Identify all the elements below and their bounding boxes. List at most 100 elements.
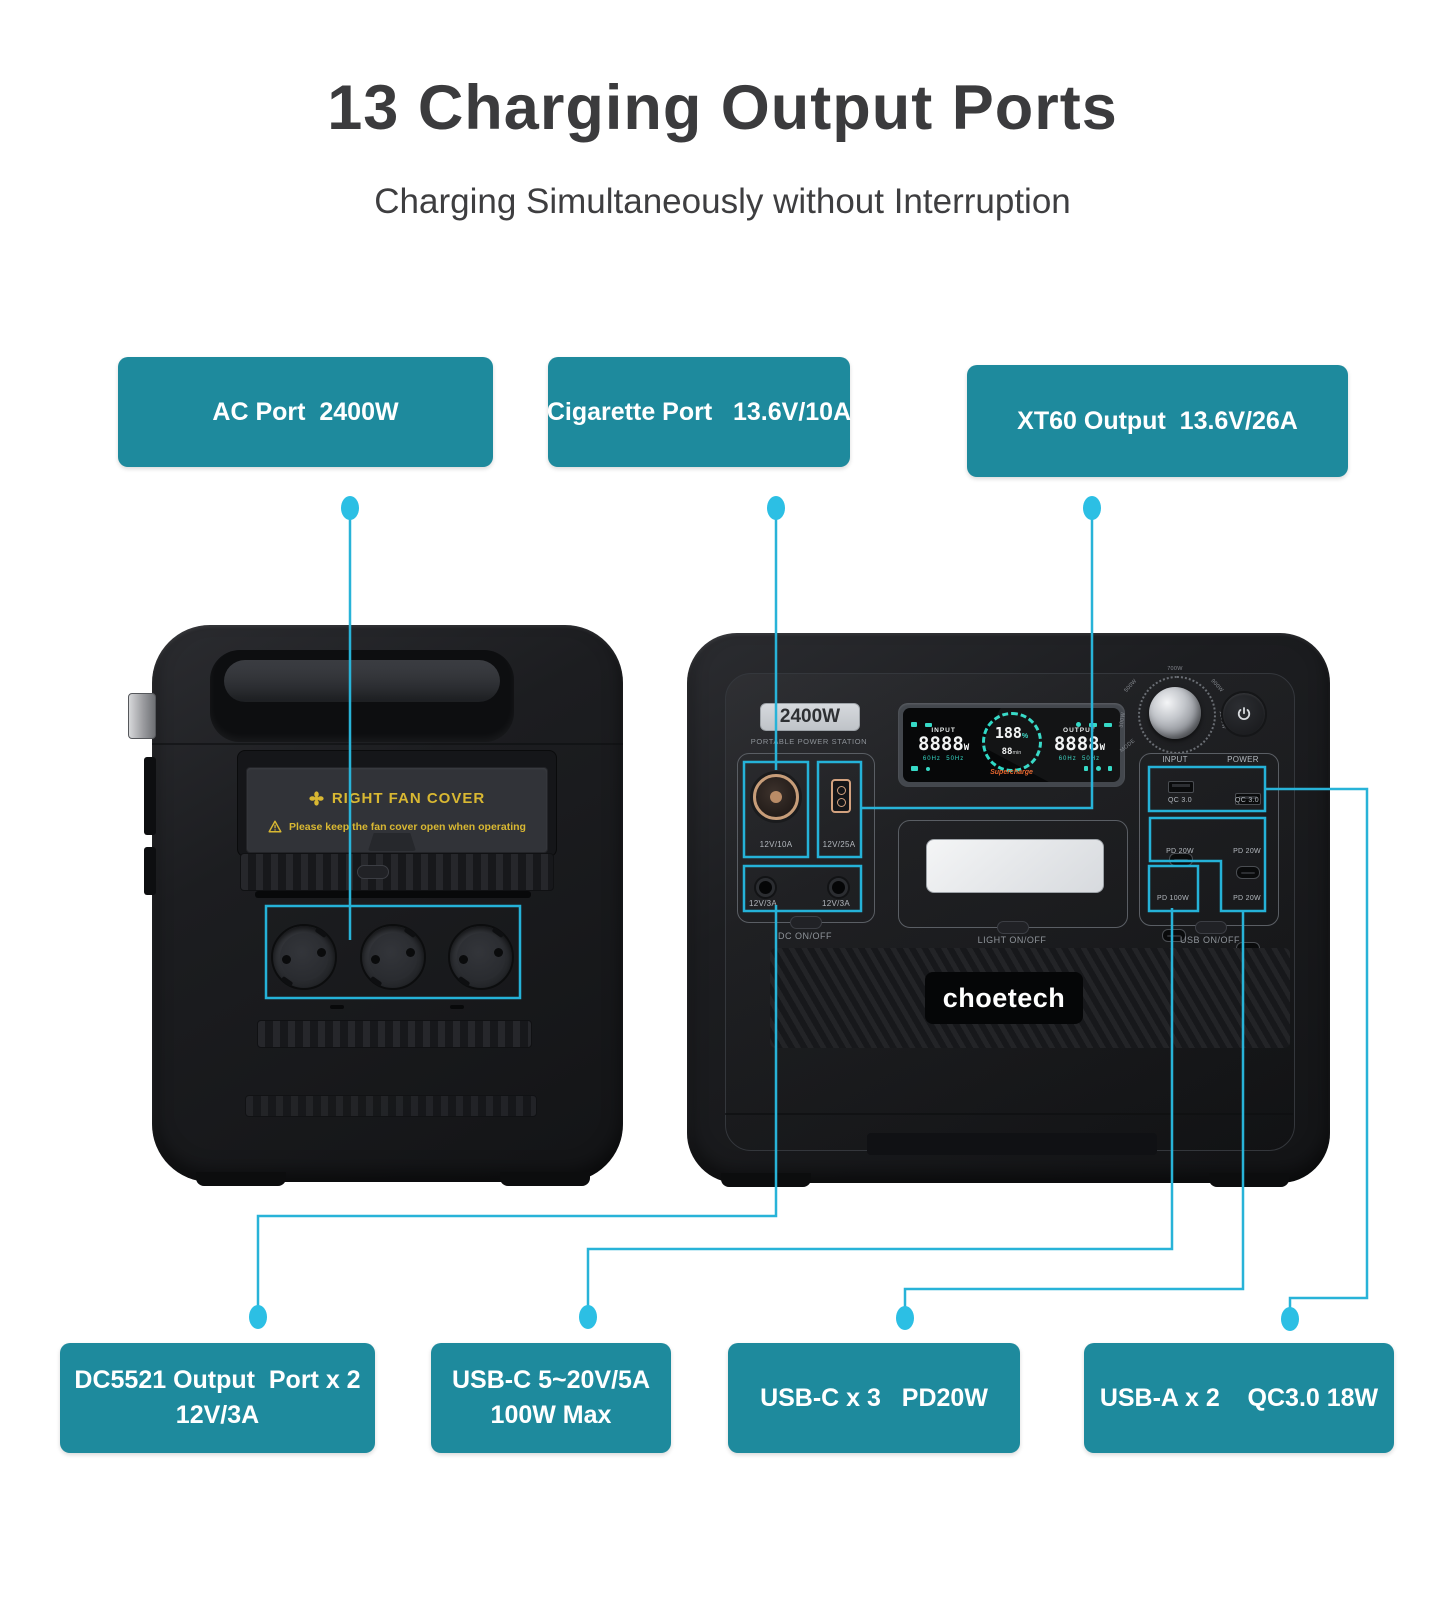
usb-c-port-2-label: PD 20W bbox=[1233, 848, 1261, 855]
outlet-hole bbox=[371, 955, 380, 964]
wattage-badge: 2400W bbox=[760, 703, 860, 731]
callout-dc5521-line2: 12V/3A bbox=[175, 1401, 260, 1429]
fan-cover-title-row: RIGHT FAN COVER bbox=[247, 790, 547, 807]
callout-cigarette-port-label: Cigarette Port 13.6V/10A bbox=[546, 397, 852, 426]
cigarette-port-center bbox=[770, 791, 782, 803]
callout-dc5521: DC5521 Output Port x 2 12V/3A bbox=[60, 1343, 375, 1453]
body-seam bbox=[152, 743, 623, 745]
usb-switch bbox=[1195, 921, 1227, 934]
plug-eco-icons bbox=[911, 758, 931, 776]
dc5521-port-2-label: 12V/3A bbox=[821, 899, 851, 908]
screw-mark bbox=[330, 1005, 344, 1009]
carry-handle bbox=[210, 650, 514, 742]
callout-usba: USB-A x 2 QC3.0 18W bbox=[1084, 1343, 1394, 1453]
side-tab-lower bbox=[144, 847, 156, 895]
outlet-hole bbox=[282, 955, 291, 964]
knob-label: INPUT bbox=[1162, 755, 1188, 764]
power-label: POWER bbox=[1227, 755, 1259, 764]
callout-usbc-x3: USB-C x 3 PD20W bbox=[728, 1343, 1020, 1453]
callout-usbc-100w: USB-C 5~20V/5A 100W Max bbox=[431, 1343, 671, 1453]
usb-a-port-1 bbox=[1168, 781, 1194, 793]
outlet-hole bbox=[406, 948, 415, 957]
callout-usbc-100w-line1: USB-C 5~20V/5A bbox=[452, 1366, 650, 1394]
dot-ac bbox=[341, 496, 359, 520]
callout-usba-line1: USB-A x 2 QC3.0 18W bbox=[1099, 1383, 1379, 1412]
side-tab-upper bbox=[144, 757, 156, 835]
cover-latch bbox=[368, 833, 416, 851]
usb-a-port-1-label: QC 3.0 bbox=[1168, 797, 1192, 804]
dot-usbc-100w bbox=[579, 1305, 597, 1329]
brand-logo: choetech bbox=[942, 982, 1066, 1013]
battery-status-icons bbox=[1076, 714, 1112, 732]
dot-cigarette bbox=[767, 496, 785, 520]
ac-outlet-3 bbox=[448, 924, 514, 990]
screw-mark bbox=[450, 1005, 464, 1009]
device-foot bbox=[500, 1172, 590, 1186]
phone-wifi-icons bbox=[911, 714, 933, 732]
dc5521-port-1 bbox=[756, 878, 775, 897]
callout-xt60-output: XT60 Output 13.6V/26A bbox=[967, 365, 1348, 477]
ac-outlet-1 bbox=[271, 924, 337, 990]
base-seam bbox=[725, 1113, 1293, 1115]
dot-usbc-x3 bbox=[896, 1306, 914, 1330]
callout-cigarette-port: Cigarette Port 13.6V/10A bbox=[546, 357, 852, 467]
badge-subtext: PORTABLE POWER STATION bbox=[750, 737, 868, 746]
dc-switch-label: DC ON/OFF bbox=[778, 931, 832, 941]
lcd-display: INPUT 8888W 60Hz 50Hz 188% 88min Superch… bbox=[898, 703, 1125, 787]
callout-dc5521-line1: DC5521 Output Port x 2 bbox=[74, 1366, 361, 1394]
light-switch-label: LIGHT ON/OFF bbox=[977, 935, 1047, 945]
device-foot bbox=[1209, 1173, 1289, 1187]
brand-plate: choetech bbox=[925, 972, 1083, 1024]
dot-usba bbox=[1281, 1307, 1299, 1331]
dc-port-group bbox=[737, 753, 875, 923]
back-device: RIGHT FAN COVER Please keep the fan cove… bbox=[128, 625, 623, 1186]
display-input-unit: W bbox=[963, 743, 970, 754]
knob-mark-700w: 700W bbox=[1167, 666, 1183, 672]
dot-xt60 bbox=[1083, 496, 1101, 520]
display-output-unit: W bbox=[1099, 743, 1105, 754]
wattage-badge-text: 2400W bbox=[779, 706, 841, 727]
outlet-hole bbox=[317, 948, 326, 957]
ac-outlet-2 bbox=[360, 924, 426, 990]
usb-switch-label: USB ON/OFF bbox=[1179, 935, 1240, 945]
page-title: 13 Charging Output Ports bbox=[327, 73, 1118, 143]
fan-cover-warning-row: Please keep the fan cover open when oper… bbox=[247, 820, 547, 833]
xt60-port-label: 12V/25A bbox=[822, 840, 856, 849]
device-foot bbox=[721, 1173, 811, 1187]
light-lens bbox=[926, 839, 1104, 893]
base-vent bbox=[245, 1095, 537, 1117]
dc-switch bbox=[790, 916, 822, 929]
dc5521-port-2 bbox=[829, 878, 848, 897]
page-subtitle: Charging Simultaneously without Interrup… bbox=[374, 182, 1071, 221]
callout-usbc-x3-line1: USB-C x 3 PD20W bbox=[760, 1383, 988, 1412]
power-icon bbox=[1237, 707, 1251, 720]
divider-bar bbox=[255, 891, 531, 898]
fan-cover-warning: Please keep the fan cover open when oper… bbox=[289, 820, 526, 833]
fan-icon bbox=[309, 791, 324, 806]
callout-usbc-100w-line2: 100W Max bbox=[490, 1401, 612, 1429]
usb-c-port-4-label: PD 20W bbox=[1233, 895, 1261, 902]
bluetooth-fan-light-icons bbox=[1084, 758, 1112, 776]
display-input-value: 8888 bbox=[918, 733, 964, 756]
callout-ac-port: AC Port 2400W bbox=[118, 357, 493, 467]
vent-strip-lower bbox=[257, 1020, 532, 1048]
usb-a-port-2-label: QC 3.0 bbox=[1235, 797, 1259, 804]
device-foot bbox=[196, 1172, 286, 1186]
outlet-hole bbox=[459, 955, 468, 964]
xt60-port bbox=[831, 779, 851, 813]
vent-strip-upper bbox=[240, 853, 554, 891]
base-step bbox=[867, 1133, 1157, 1155]
power-button bbox=[1221, 691, 1267, 737]
callout-xt60-output-label: XT60 Output 13.6V/26A bbox=[1017, 406, 1298, 435]
warning-icon bbox=[268, 820, 282, 833]
light-switch bbox=[997, 921, 1029, 934]
usb-c-port-2 bbox=[1236, 866, 1260, 879]
cigarette-port-label: 12V/10A bbox=[759, 840, 793, 849]
fan-cover-title: RIGHT FAN COVER bbox=[331, 790, 486, 807]
dot-dc5521 bbox=[249, 1305, 267, 1329]
front-device: 2400W PORTABLE POWER STATION bbox=[687, 633, 1330, 1187]
latch-button bbox=[357, 865, 389, 879]
usb-c-port-100w-label: PD 100W bbox=[1156, 895, 1190, 902]
callout-ac-port-label: AC Port 2400W bbox=[212, 397, 399, 426]
